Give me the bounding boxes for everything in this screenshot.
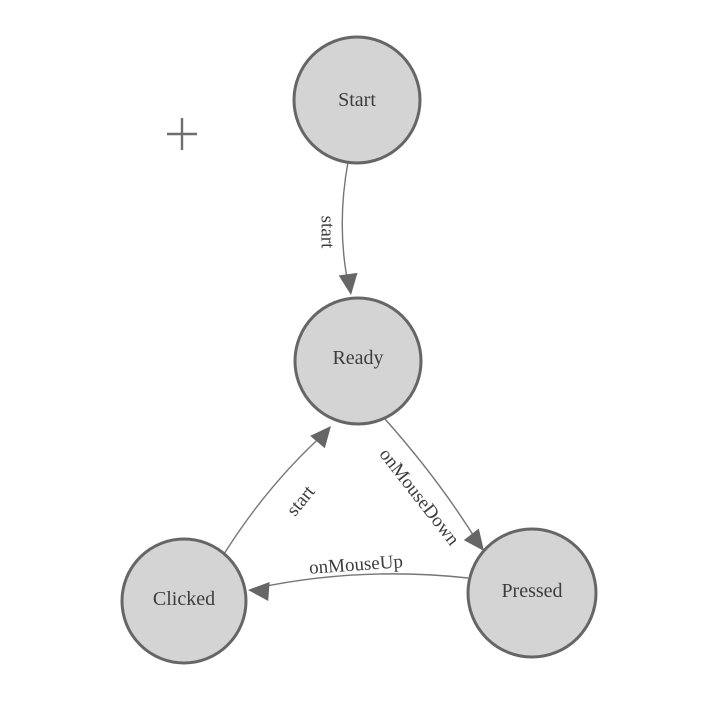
edge-pressed-to-clicked-line[interactable] — [251, 573, 469, 590]
state-node-pressed-circle[interactable] — [466, 527, 598, 659]
edge-pressed-to-clicked[interactable]: onMouseUp — [248, 551, 469, 601]
state-node-start-label: Start — [338, 89, 376, 111]
edge-clicked-to-ready[interactable]: start — [223, 426, 331, 555]
edge-ready-to-pressed[interactable]: onMouseDown — [375, 418, 484, 551]
state-node-start-circle[interactable] — [292, 35, 422, 165]
edge-ready-to-pressed-line[interactable] — [384, 418, 481, 547]
state-node-clicked[interactable]: Clicked — [120, 537, 248, 665]
state-node-pressed[interactable]: Pressed — [466, 527, 598, 659]
arrowhead-into-ready-from-clicked — [310, 426, 331, 449]
edge-start-to-ready[interactable]: start — [317, 161, 358, 295]
state-node-clicked-label: Clicked — [153, 588, 215, 610]
state-node-start[interactable]: Start — [292, 35, 422, 165]
edge-label-pressed-to-clicked: onMouseUp — [308, 551, 403, 579]
state-node-ready-label: Ready — [332, 347, 383, 369]
edge-clicked-to-ready-line[interactable] — [223, 430, 328, 555]
edge-start-to-ready-line[interactable] — [341, 161, 350, 289]
state-node-clicked-circle[interactable] — [120, 537, 248, 665]
state-node-ready[interactable]: Ready — [293, 296, 423, 426]
arrowhead-into-clicked — [248, 582, 270, 601]
state-node-pressed-label: Pressed — [501, 580, 562, 602]
crosshair-icon — [167, 118, 197, 150]
arrowhead-into-ready-from-start — [338, 272, 358, 295]
edge-label-clicked-to-ready: start — [283, 481, 320, 520]
arrowhead-into-pressed — [463, 528, 484, 551]
edge-label-start-to-ready: start — [317, 216, 338, 249]
state-node-ready-circle[interactable] — [293, 296, 423, 426]
